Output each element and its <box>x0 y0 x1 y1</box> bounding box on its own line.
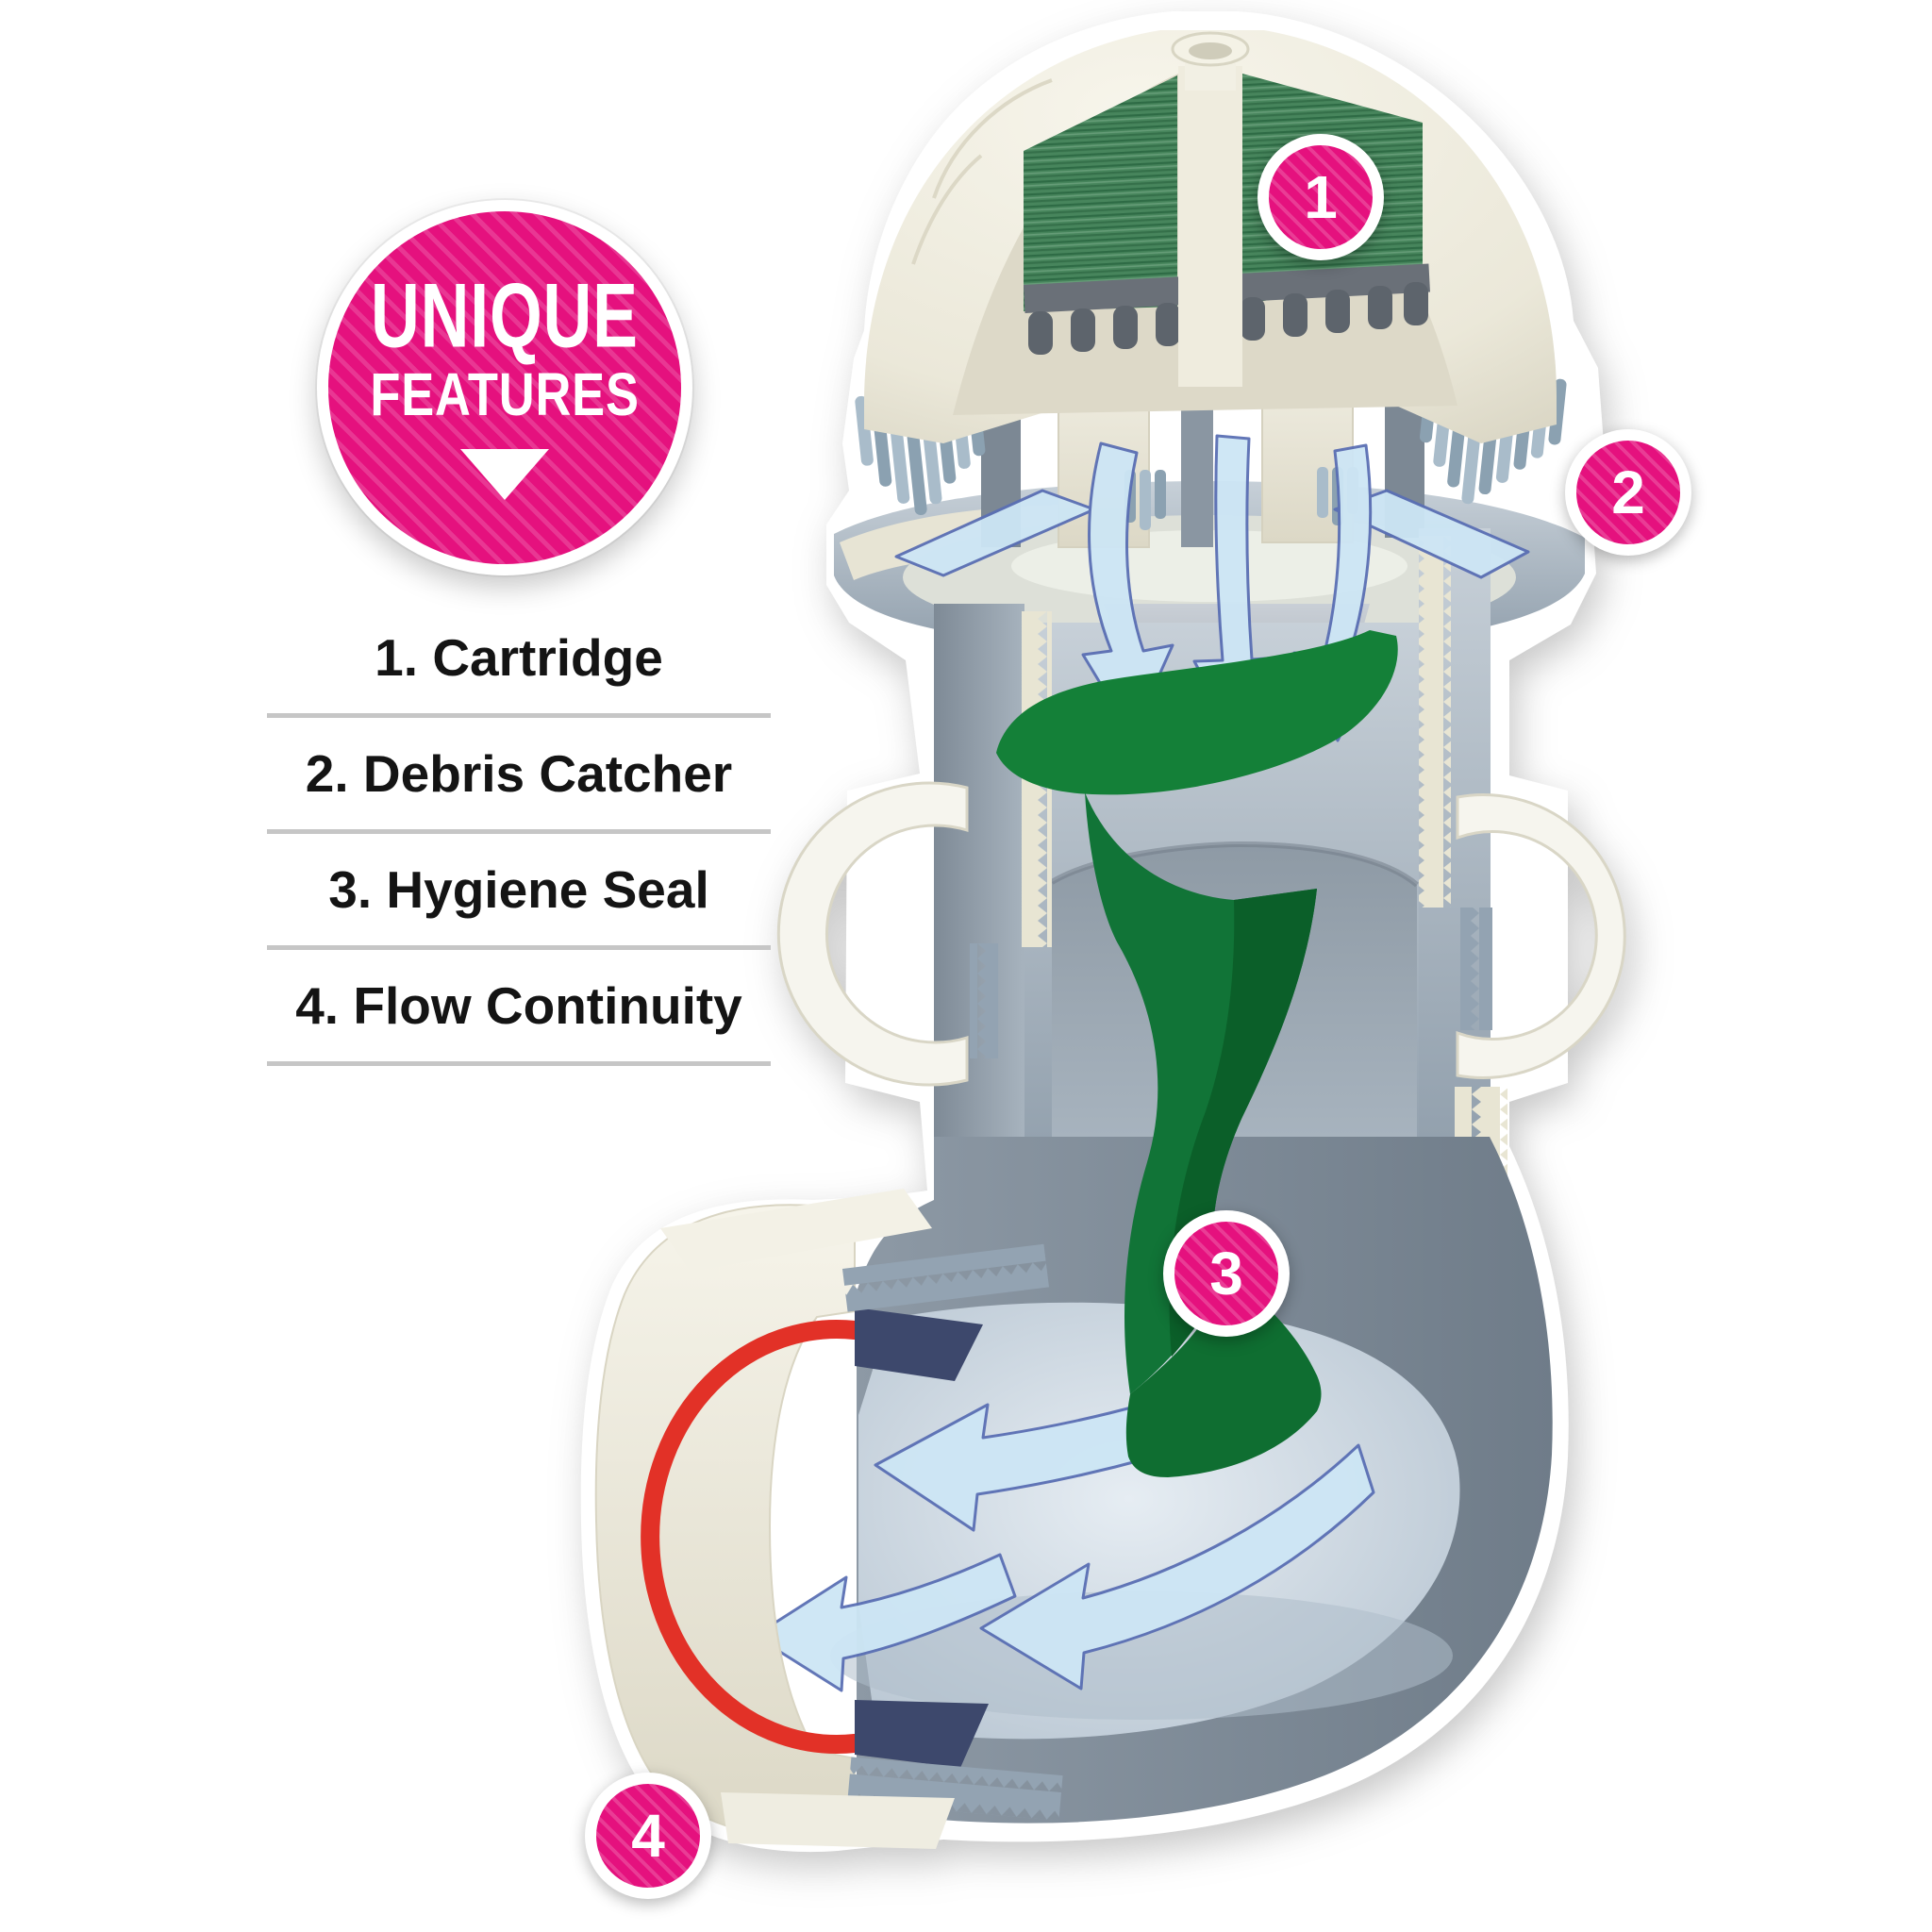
feature-list: 1. Cartridge 2. Debris Catcher 3. Hygien… <box>267 602 771 1066</box>
retainer-top <box>855 1307 983 1381</box>
union-nuts <box>776 781 1626 1087</box>
feature-item-flow-continuity: 4. Flow Continuity <box>267 950 771 1066</box>
callout-marker-1: 1 <box>1257 134 1384 260</box>
feature-item-cartridge: 1. Cartridge <box>267 602 771 718</box>
outlet-connection <box>594 1189 1063 1849</box>
callout-marker-3: 3 <box>1163 1210 1290 1337</box>
badge-title-line1: UNIQUE <box>371 265 639 367</box>
callout-marker-4: 4 <box>585 1773 711 1899</box>
feature-item-debris-catcher: 2. Debris Catcher <box>267 718 771 834</box>
down-arrow-icon <box>460 448 549 500</box>
callout-marker-2: 2 <box>1565 429 1691 556</box>
badge-title-line2: FEATURES <box>370 359 640 428</box>
cap-spigot <box>1171 31 1250 91</box>
o-ring-seal <box>641 1320 864 1754</box>
unique-features-badge: UNIQUE FEATURES <box>317 200 692 575</box>
retainer-bottom <box>855 1700 989 1768</box>
cartridge-cap <box>855 30 1567 548</box>
feature-item-hygiene-seal: 3. Hygiene Seal <box>267 834 771 950</box>
